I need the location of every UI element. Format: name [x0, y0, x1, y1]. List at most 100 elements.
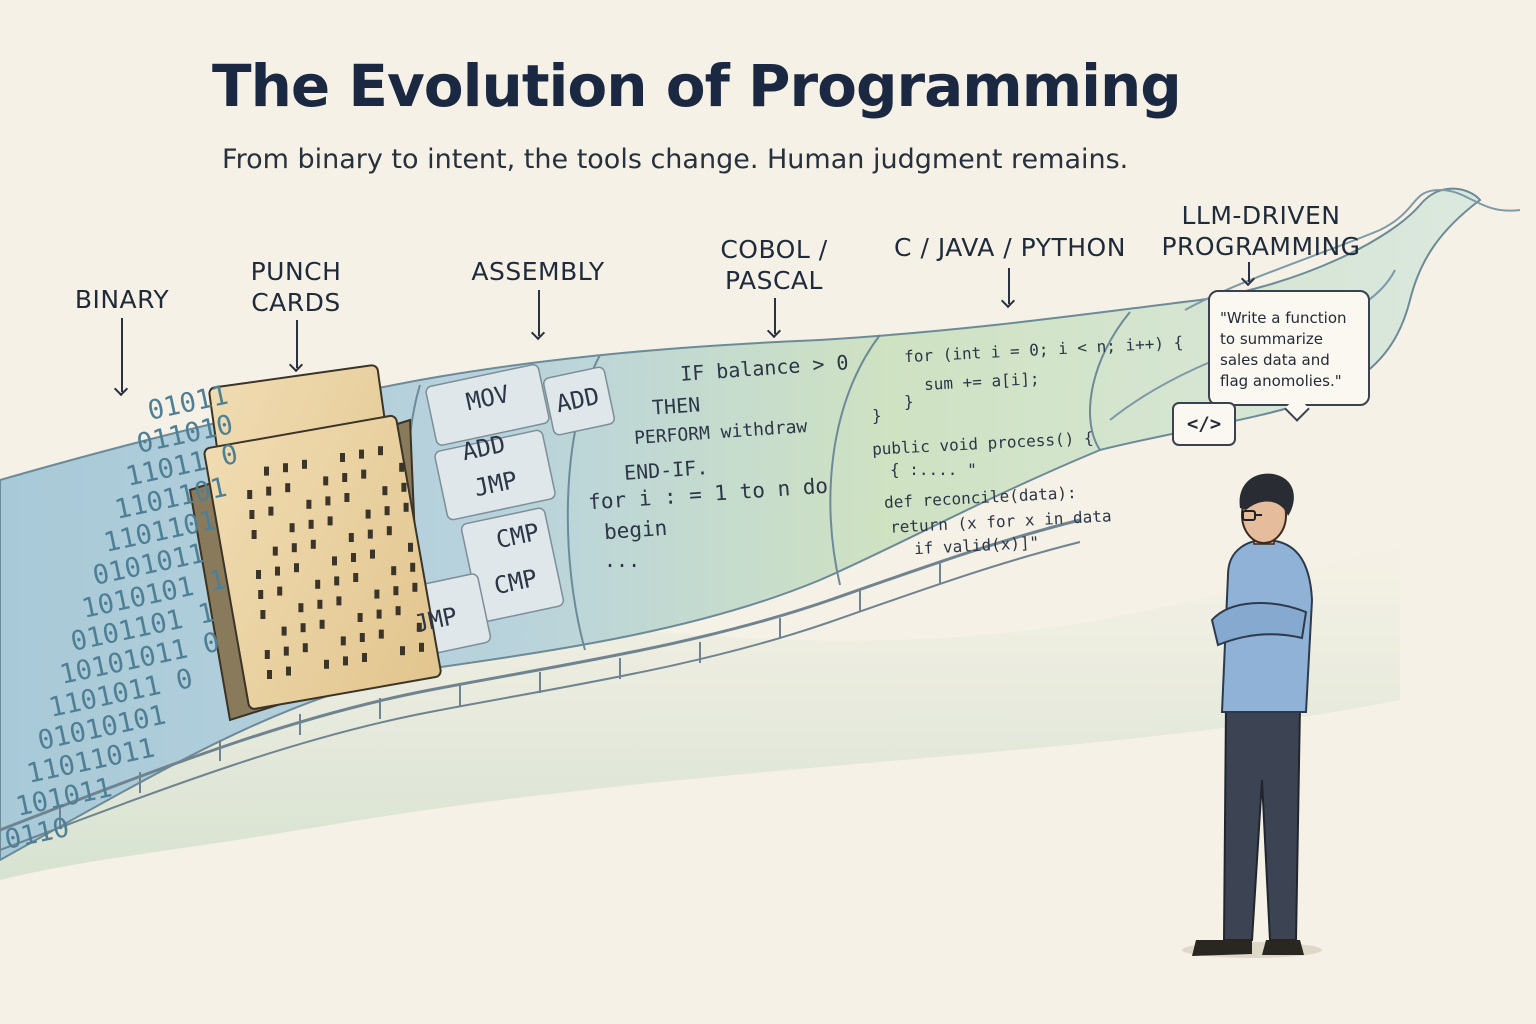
punch-hole [416, 622, 422, 632]
punch-hole [336, 596, 342, 606]
era-label-binary: BINARY [74, 285, 170, 314]
punch-hole [323, 476, 329, 486]
punch-hole [289, 523, 295, 533]
punch-hole [399, 462, 405, 472]
punch-hole [342, 473, 348, 482]
punch-hole [359, 449, 364, 459]
punch-hole [391, 566, 397, 576]
era-label-llm: LLM-DRIVEN PROGRAMMING [1161, 201, 1361, 261]
punch-hole [275, 566, 280, 576]
divider-llm [1089, 311, 1131, 451]
punch-hole [357, 613, 363, 622]
punch-hole [353, 573, 359, 582]
cobol-line-7: ... [604, 548, 641, 572]
arrow-c-java-python [1008, 268, 1010, 304]
punch-hole [294, 563, 299, 573]
punch-hole [378, 446, 383, 456]
prompt-text: "Write a function to summarize sales dat… [1220, 309, 1347, 390]
punch-hole [367, 529, 373, 539]
prompt-speech-bubble: "Write a function to summarize sales dat… [1208, 290, 1370, 406]
page-title: The Evolution of Programming [212, 52, 1182, 120]
punch-hole [266, 486, 272, 496]
glasses-icon [1242, 510, 1262, 521]
cobol-line-2: THEN [651, 392, 701, 420]
bridge-rail-lower [0, 541, 1081, 851]
punch-hole [400, 646, 405, 656]
modern-line-3: } [904, 392, 914, 411]
punch-hole [419, 642, 424, 652]
punch-hole [327, 516, 333, 526]
punch-hole [272, 546, 278, 556]
assembly-panels [403, 363, 615, 657]
modern-line-4: } [872, 406, 882, 425]
punch-hole [378, 629, 384, 639]
punch-hole [332, 556, 337, 566]
punch-hole [267, 670, 272, 679]
developer-figure [1182, 473, 1322, 958]
left-shoe [1192, 940, 1252, 956]
arrow-llm [1248, 262, 1250, 282]
punch-hole [249, 510, 255, 519]
arrow-binary [121, 318, 123, 392]
hair [1239, 473, 1294, 516]
punch-hole [291, 543, 297, 553]
punch-hole [408, 542, 413, 552]
page-subtitle: From binary to intent, the tools change.… [222, 144, 1129, 175]
punch-hole [251, 530, 257, 539]
punch-hole [247, 490, 253, 499]
punch-hole [298, 603, 304, 613]
punch-hole [308, 519, 314, 529]
modern-line-6: { :.... " [890, 460, 977, 479]
bridge-rail [0, 518, 1081, 832]
punch-hole [306, 499, 312, 509]
right-shoe [1262, 940, 1304, 955]
punch-hole [362, 653, 367, 662]
punch-hole [348, 533, 354, 542]
punch-hole [319, 619, 325, 629]
era-label-punch-cards: PUNCH CARDS [250, 257, 342, 317]
arrow-punch-cards [296, 320, 298, 368]
punch-hole [382, 486, 388, 496]
trousers [1222, 704, 1302, 941]
punch-hole [374, 589, 380, 599]
era-label-assembly: ASSEMBLY [471, 257, 605, 286]
card-holes [247, 446, 424, 679]
era-label-cobol-pascal: COBOL / PASCAL [720, 235, 828, 295]
punch-hole [393, 586, 399, 596]
punch-hole [386, 526, 392, 536]
punch-hole [283, 463, 288, 473]
punch-card-stack [188, 364, 442, 722]
arrow-cobol-pascal [774, 298, 776, 334]
crossed-arms [1210, 602, 1308, 647]
punch-hole [351, 553, 356, 562]
punch-hole [277, 586, 283, 596]
punch-hole [317, 599, 323, 609]
punch-hole [264, 650, 270, 659]
punch-hole [302, 643, 308, 653]
punch-hole [410, 562, 416, 572]
punch-hole [365, 509, 371, 519]
punch-hole [283, 646, 289, 656]
punch-hole [310, 539, 316, 549]
punch-hole [325, 496, 331, 506]
divider-modern [829, 334, 881, 586]
punch-hole [340, 636, 346, 646]
punch-hole [285, 483, 291, 493]
punch-hole [395, 606, 401, 616]
punch-hole [324, 659, 329, 669]
punch-hole [286, 666, 291, 676]
punch-hole [334, 576, 340, 586]
punch-hole [281, 626, 287, 636]
punch-hole [376, 609, 382, 619]
punch-hole [260, 610, 266, 619]
punch-hole [412, 582, 418, 592]
punch-hole [258, 590, 264, 599]
cobol-line-6: begin [603, 515, 668, 545]
punch-hole [401, 482, 407, 492]
stream-upper [1184, 188, 1521, 311]
punch-hole [370, 549, 375, 559]
punch-hole [300, 623, 306, 633]
punch-hole [340, 453, 345, 462]
